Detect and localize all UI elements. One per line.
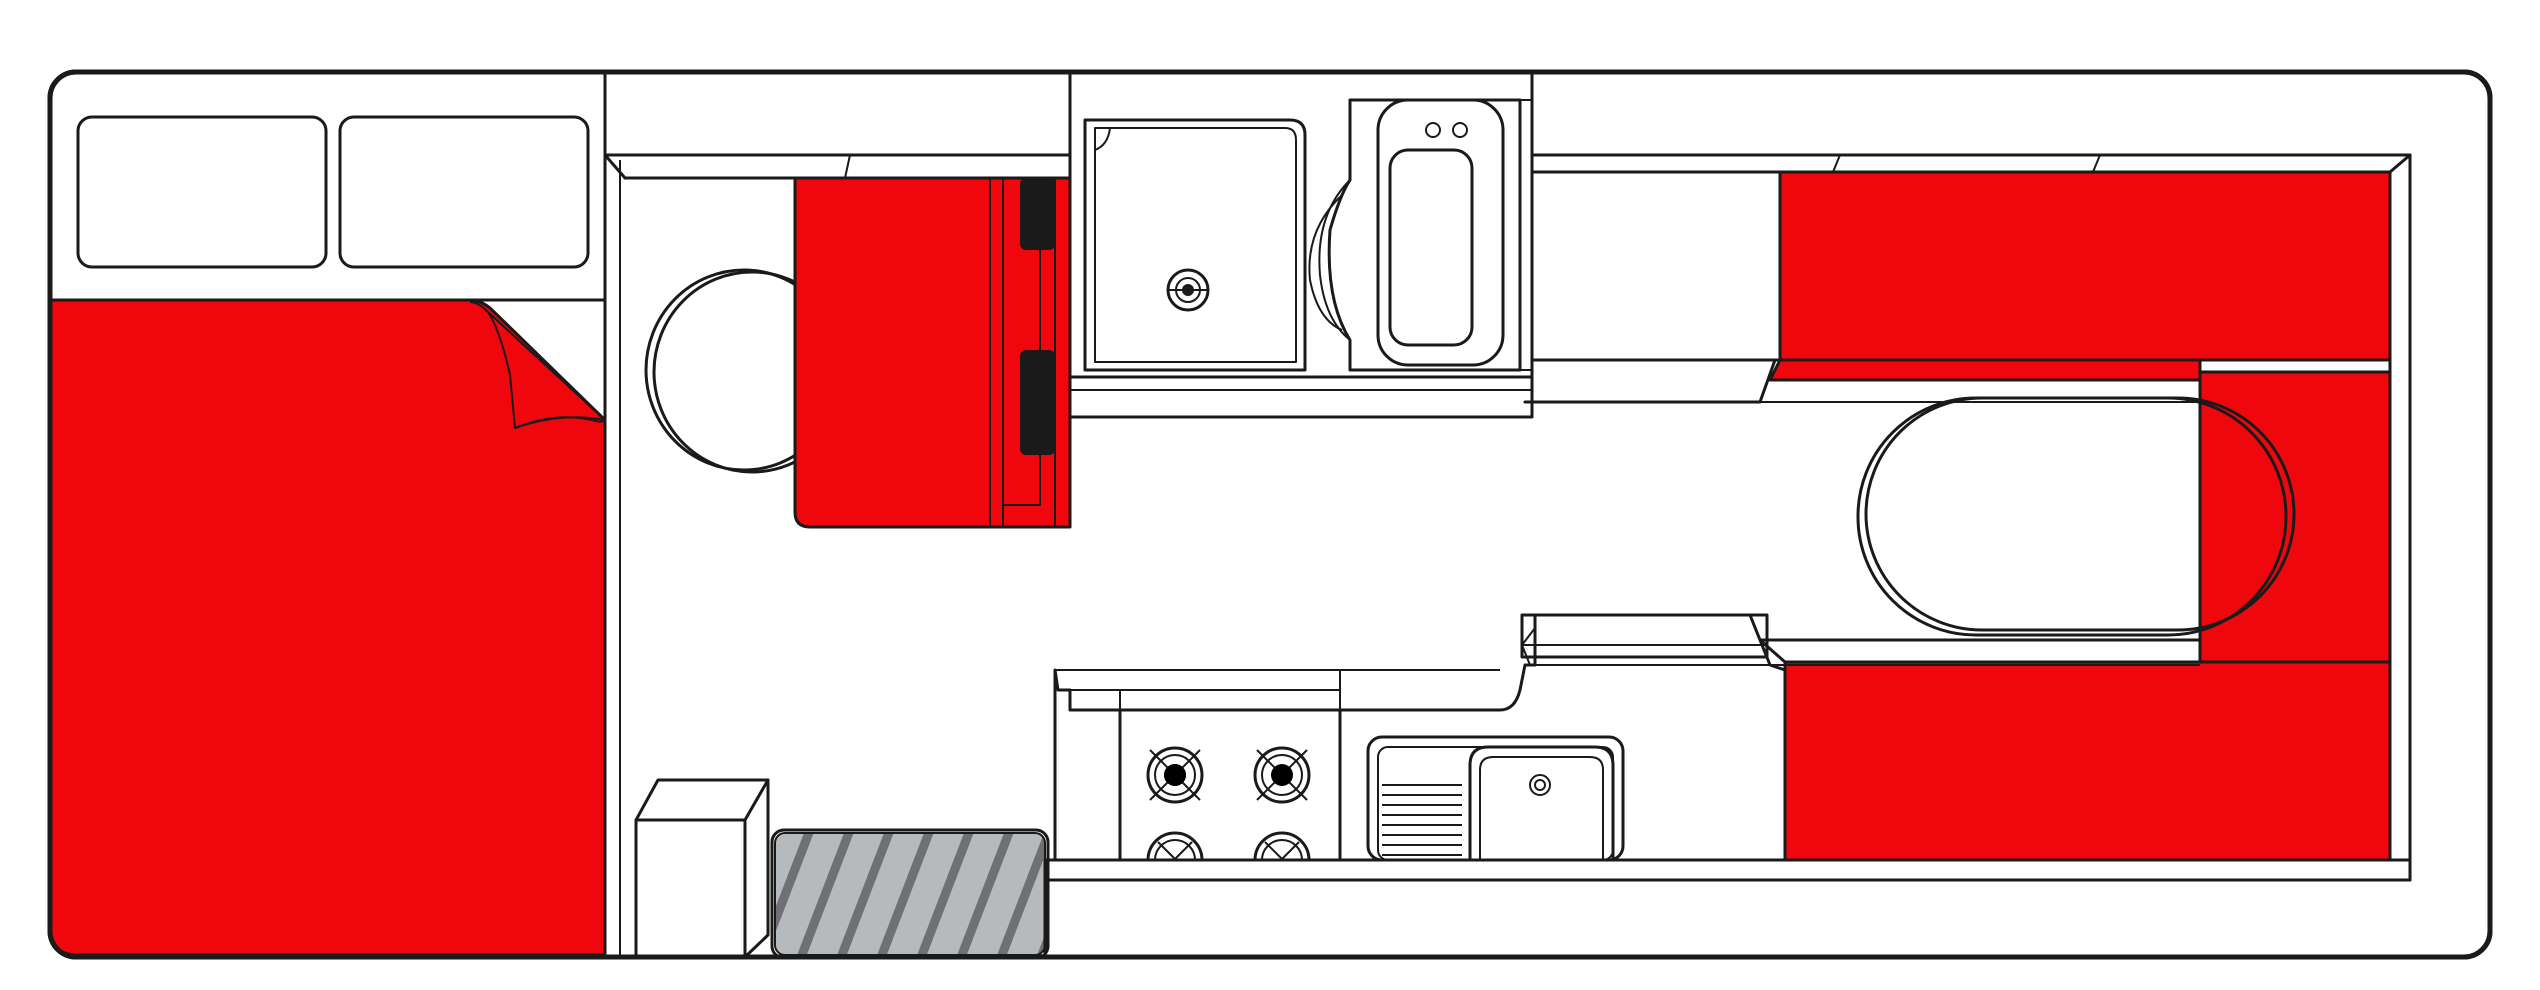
kitchen-sink: [1366, 735, 1625, 862]
burner-icon: [1253, 746, 1311, 804]
splashback-shelf: [1520, 613, 1769, 659]
entry-step: [770, 828, 1050, 960]
overhead-cabinet-right: [338, 115, 590, 269]
oval-lounge-table: [1856, 396, 2296, 637]
burner-icon: [1146, 831, 1204, 862]
sink-bowl: [1468, 745, 1615, 862]
drainer-grooves: [1382, 784, 1462, 856]
overhead-cabinet-left: [76, 115, 328, 269]
tap-icon: [1452, 122, 1468, 138]
double-bed: [48, 298, 607, 957]
seatbelt-buckle-icon: [1020, 178, 1055, 250]
burner-icon: [1146, 746, 1204, 804]
bed-area: [48, 70, 621, 959]
seatbelt-buckle-icon: [1020, 350, 1055, 455]
shower-tray: [1083, 118, 1307, 372]
front-overhead-storage: [603, 153, 1072, 180]
front-passenger-bench: [793, 176, 1072, 529]
sink-drain-icon: [1529, 774, 1551, 796]
fridge-cabinet: [634, 778, 770, 959]
burner-icon: [1253, 831, 1311, 862]
cooktop: [1118, 708, 1342, 862]
tap-icon: [1425, 122, 1441, 138]
vanity-unit: [1327, 98, 1522, 372]
rear-lounge-seating: [1758, 170, 2392, 862]
bathroom: [1068, 70, 1534, 419]
vanity-basin: [1388, 148, 1474, 347]
